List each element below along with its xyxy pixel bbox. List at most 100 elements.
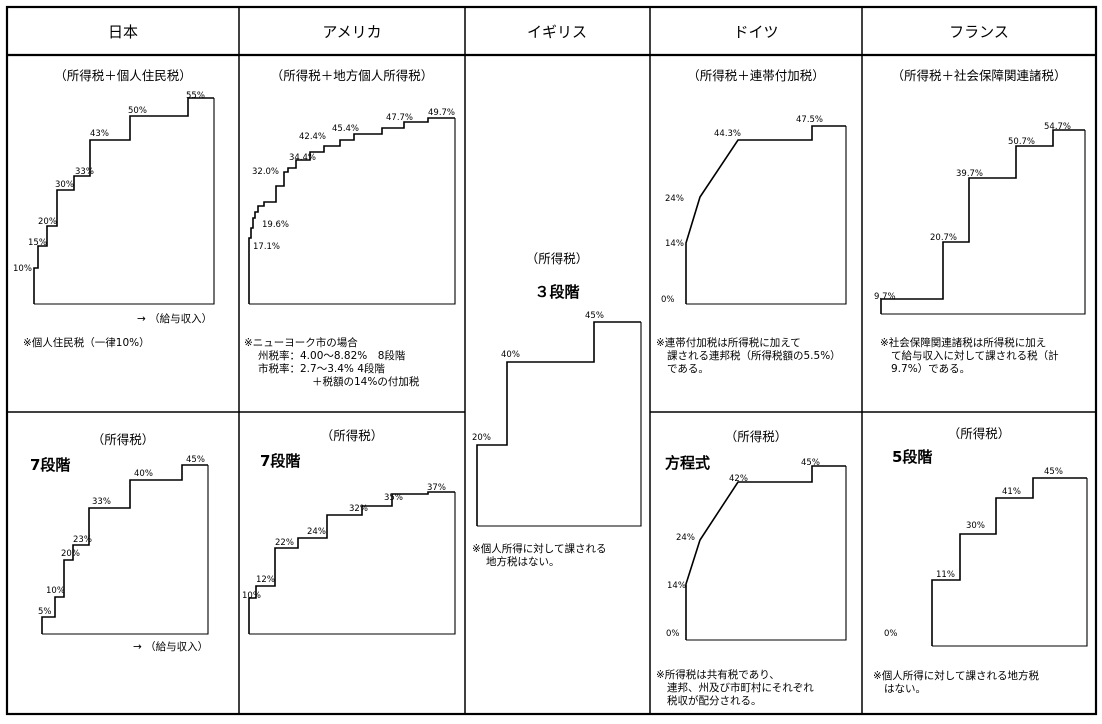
chart-frame xyxy=(881,130,1086,315)
header-uk: イギリス xyxy=(527,23,587,41)
note-line: はない。 xyxy=(884,683,926,695)
rate-label: 40% xyxy=(501,350,520,360)
chart-frame xyxy=(249,492,456,635)
rate-label: 14% xyxy=(665,239,684,249)
rate-label: 14% xyxy=(667,581,686,591)
chart-frame xyxy=(686,126,847,305)
chart-frame xyxy=(34,98,215,305)
rate-label: 54.7% xyxy=(1044,122,1071,132)
rate-label: 20% xyxy=(38,217,57,227)
panel-germany-top: （所得税＋連帯付加税） 0%14%24%44.3%47.5% ※連帯付加税は所得… xyxy=(656,68,847,375)
rate-label: 40% xyxy=(134,469,153,479)
panel-subtitle: （所得税） xyxy=(948,426,1011,441)
rate-label: 34.4% xyxy=(289,153,316,163)
panel-usa-bottom: （所得税） 7段階 10%12%22%24%32%35%37% xyxy=(242,428,456,635)
chart-frame xyxy=(477,322,642,527)
header-usa: アメリカ xyxy=(322,23,381,41)
chart-frame xyxy=(42,465,209,635)
note-line: である。 xyxy=(667,363,709,375)
chart-frame xyxy=(249,118,456,305)
rate-label: 12% xyxy=(256,575,275,585)
rate-label: 47.5% xyxy=(796,115,823,125)
rate-label: 55% xyxy=(186,91,205,101)
rate-label: 42.4% xyxy=(299,132,326,142)
chart-frame xyxy=(686,466,847,641)
stage-label: 7段階 xyxy=(30,456,70,474)
panel-note: ※社会保障関連諸税は所得税に加えて給与収入に対して課される税（計9.7%）である… xyxy=(880,336,1059,375)
rate-label: 20.7% xyxy=(930,233,957,243)
tax-rate-step-line xyxy=(931,477,1087,646)
rate-label: 9.7% xyxy=(874,292,896,302)
rate-label: 50% xyxy=(128,106,147,116)
rate-labels: 10%15%20%30%33%43%50%55% xyxy=(13,91,205,274)
rate-labels: 9.7% 20.7% 39.7% 50.7% 54.7% xyxy=(874,122,1071,302)
rate-label: 20% xyxy=(61,549,80,559)
panel-note: ※個人住民税（一律10%） xyxy=(23,336,150,349)
rate-label: 20% xyxy=(472,433,491,443)
note-line: 州税率：4.00～8.82% 8段階 xyxy=(258,349,406,362)
rate-label: 45% xyxy=(186,455,205,465)
rate-label: 45% xyxy=(585,311,604,321)
note-line: 地方税はない。 xyxy=(486,555,560,568)
tax-rate-step-line xyxy=(41,464,208,634)
rate-label: 24% xyxy=(665,194,684,204)
rate-label: 50.7% xyxy=(1008,137,1035,147)
stage-label: 方程式 xyxy=(665,454,710,472)
panel-subtitle: （所得税＋地方個人所得税） xyxy=(271,68,434,83)
rate-labels: 0%11%30%41%45% xyxy=(884,467,1063,639)
header-france: フランス xyxy=(949,23,1009,41)
note-line: て給与収入に対して課される税（計 xyxy=(891,349,1059,362)
panel-japan-top: （所得税＋個人住民税） 10%15%20%30%33%43%50%55% → （… xyxy=(13,68,215,349)
rate-label: 22% xyxy=(275,538,294,548)
note-line: 連邦、州及び市町村にそれぞれ xyxy=(667,681,814,694)
axis-note: → （給与収入） xyxy=(137,312,212,325)
rate-label: 43% xyxy=(90,129,109,139)
tax-rate-line xyxy=(685,465,846,640)
panel-germany-bottom: （所得税） 方程式 0%14%24%42%45% ※所得税は共有税であり、連邦、… xyxy=(656,429,847,707)
panel-subtitle: （所得税） xyxy=(725,429,788,444)
tax-rate-step-line xyxy=(33,97,214,304)
rate-label: 10% xyxy=(13,264,32,274)
rate-label: 10% xyxy=(242,591,261,601)
axis-note: → （給与収入） xyxy=(133,640,208,653)
note-line: ※個人住民税（一律10%） xyxy=(23,336,150,349)
panel-france-bottom: （所得税） 5段階 0%11%30%41%45% ※個人所得に対して課される地方… xyxy=(873,426,1088,695)
header-japan: 日本 xyxy=(108,23,138,41)
rate-label: 11% xyxy=(936,570,955,580)
note-line: ※所得税は共有税であり、 xyxy=(656,668,780,681)
tax-rate-step-line xyxy=(880,129,1085,314)
panel-subtitle: （所得税） xyxy=(92,432,155,447)
rate-label: 24% xyxy=(676,533,695,543)
stage-label: ３段階 xyxy=(534,283,579,301)
note-line: ※社会保障関連諸税は所得税に加え xyxy=(880,336,1046,349)
rate-labels: 10%12%22%24%32%35%37% xyxy=(242,483,446,601)
stage-label: 5段階 xyxy=(892,448,932,466)
note-line: 税収が配分される。 xyxy=(667,694,762,707)
rate-label: 19.6% xyxy=(262,220,289,230)
rate-label: 32% xyxy=(349,504,368,514)
panel-subtitle: （所得税＋社会保障関連諸税） xyxy=(891,68,1066,83)
tax-rate-step-line xyxy=(248,491,455,634)
rate-label: 0% xyxy=(884,629,898,639)
rate-label: 47.7% xyxy=(386,113,413,123)
table-grid xyxy=(5,5,1098,716)
tax-rate-step-line xyxy=(248,117,455,304)
rate-label: 39.7% xyxy=(956,169,983,179)
rate-label: 35% xyxy=(384,493,403,503)
rate-label: 45.4% xyxy=(332,124,359,134)
rate-label: 32.0% xyxy=(252,167,279,177)
chart-frame xyxy=(932,478,1088,647)
panel-subtitle: （所得税） xyxy=(526,251,589,266)
rate-label: 30% xyxy=(966,521,985,531)
rate-label: 10% xyxy=(46,586,65,596)
panel-usa-top: （所得税＋地方個人所得税） 17.1%19.6%32.0%34.4%42.4%4… xyxy=(244,68,456,388)
note-line: 市税率：2.7～3.4% 4段階 xyxy=(258,362,385,375)
rate-label: 0% xyxy=(666,629,680,639)
rate-label: 44.3% xyxy=(714,129,741,139)
